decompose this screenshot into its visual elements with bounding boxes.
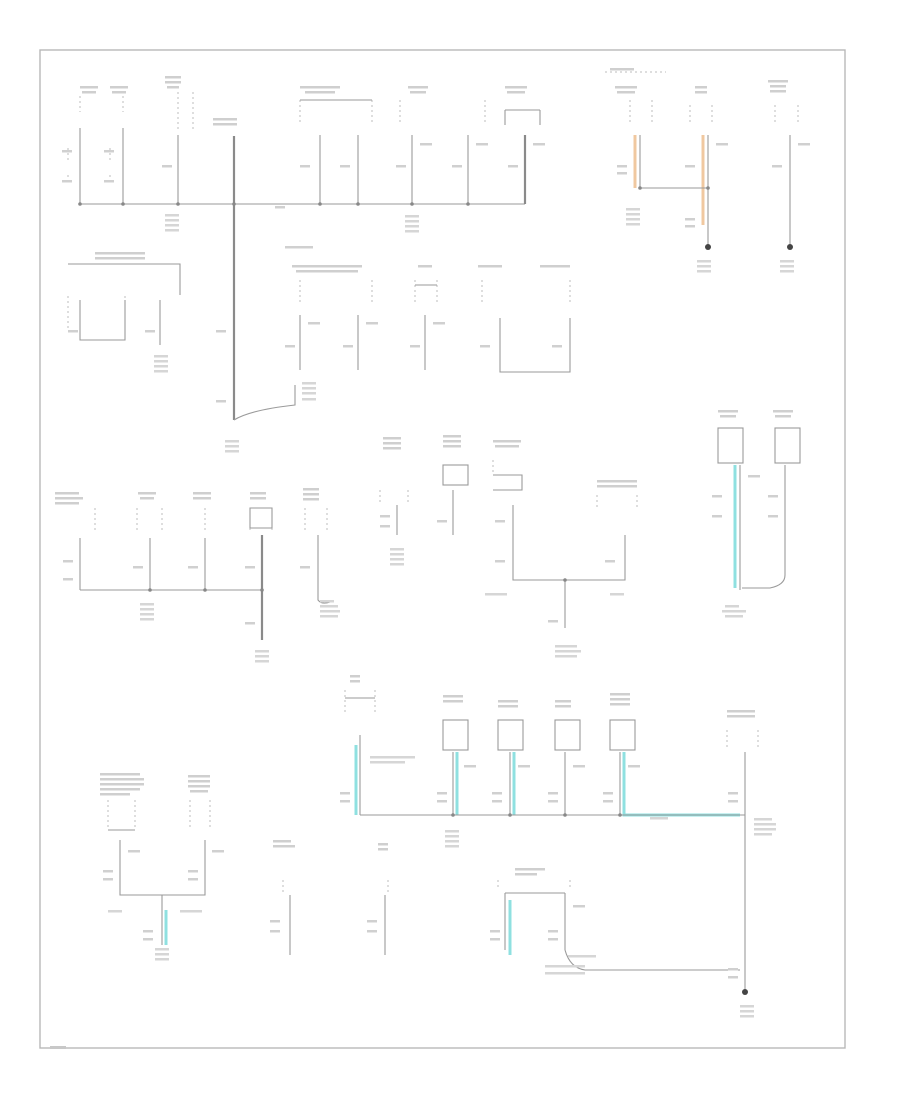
diagram-border — [39, 49, 846, 1049]
bottom-center-ground-group — [270, 840, 754, 1018]
trunk-branch-lower — [216, 330, 316, 453]
top-left-ground-group — [62, 76, 525, 420]
top-right-ground-group — [605, 68, 810, 273]
ground-point-right-b — [787, 244, 793, 250]
ground-point-right-a — [705, 244, 711, 250]
top-middle-ground-group — [299, 86, 545, 233]
lower-middle-ground-group — [379, 435, 638, 658]
bottom-right-ground-bus-group — [340, 675, 776, 990]
ground-point-bottom-right — [742, 989, 748, 995]
middle-component-group — [285, 246, 571, 373]
footer-label-mark — [50, 1046, 66, 1049]
left-switch-group — [67, 252, 181, 373]
lower-left-ground-group — [55, 488, 340, 663]
lower-right-ground-group — [712, 410, 801, 618]
bottom-left-ground-group — [100, 773, 224, 961]
